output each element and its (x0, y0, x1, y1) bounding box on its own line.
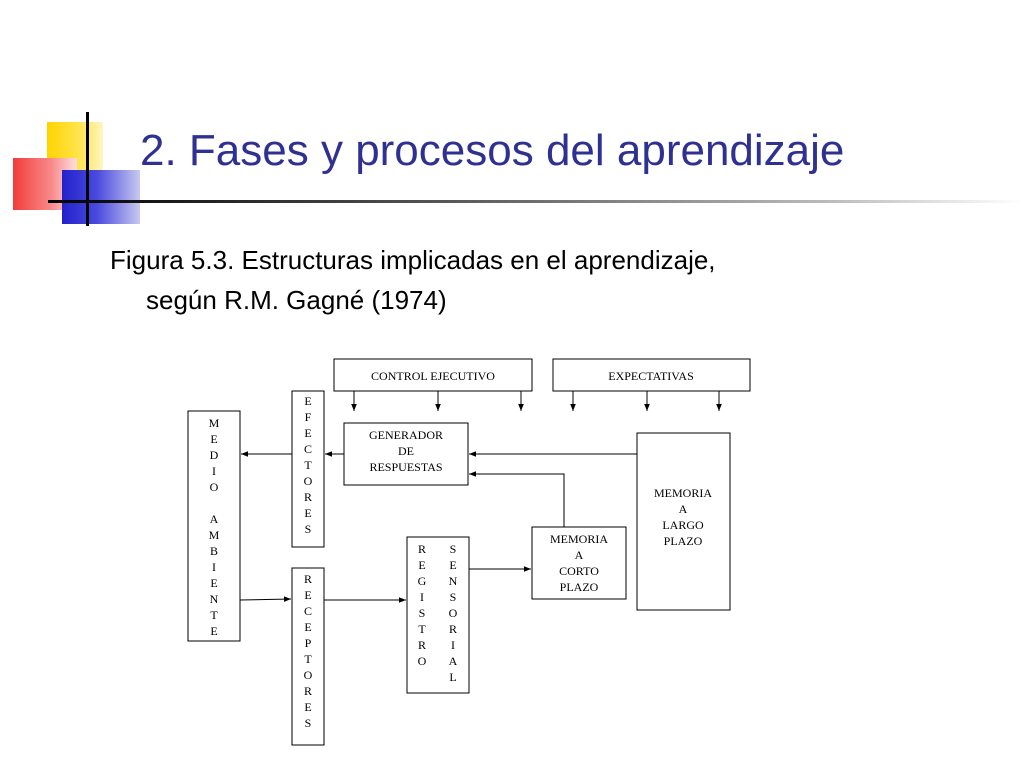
label-medio-ambiente: M E D I O A M B I E N T E (209, 416, 220, 638)
label-control-ejecutivo: CONTROL EJECUTIVO (371, 369, 495, 383)
svg-text:DE: DE (398, 444, 414, 458)
svg-text:E: E (418, 558, 425, 572)
svg-text:C: C (304, 604, 312, 618)
svg-text:D: D (210, 448, 219, 462)
svg-text:S: S (419, 606, 426, 620)
svg-text:MEMORIA: MEMORIA (654, 486, 712, 500)
svg-text:R: R (418, 638, 426, 652)
figure-caption: Figura 5.3. Estructuras implicadas en el… (110, 240, 970, 320)
svg-text:A: A (449, 654, 458, 668)
svg-text:P: P (305, 636, 312, 650)
decor-vertical-line (86, 112, 89, 226)
svg-text:B: B (210, 544, 218, 558)
svg-text:E: E (210, 576, 217, 590)
decor-title-underline (48, 200, 1024, 203)
label-receptores: R E C E P T O R E S (304, 572, 313, 730)
svg-text:M: M (209, 416, 220, 430)
label-generador: GENERADOR DE RESPUESTAS (369, 428, 443, 474)
svg-text:O: O (449, 606, 458, 620)
svg-text:A: A (210, 512, 219, 526)
svg-text:E: E (304, 588, 311, 602)
arrow-corto-to-generador (469, 471, 565, 527)
svg-text:E: E (304, 620, 311, 634)
svg-text:T: T (418, 622, 426, 636)
svg-text:I: I (451, 638, 455, 652)
label-memoria-corto: MEMORIA A CORTO PLAZO (550, 532, 608, 594)
svg-text:E: E (304, 426, 311, 440)
svg-text:S: S (305, 716, 312, 730)
svg-text:L: L (449, 670, 456, 684)
svg-text:O: O (418, 654, 427, 668)
svg-text:E: E (304, 700, 311, 714)
svg-text:R: R (304, 572, 312, 586)
svg-text:I: I (212, 464, 216, 478)
svg-text:MEMORIA: MEMORIA (550, 532, 608, 546)
svg-text:N: N (449, 574, 458, 588)
svg-text:R: R (304, 684, 312, 698)
svg-text:S: S (450, 590, 457, 604)
svg-text:S: S (450, 542, 457, 556)
arrow-medio-to-receptores (239, 596, 292, 602)
decor-blue-square (62, 170, 140, 224)
svg-text:G: G (418, 574, 427, 588)
svg-text:R: R (449, 622, 457, 636)
box-control-ejecutivo (333, 358, 533, 392)
label-registro: R E G I S T R O (418, 542, 427, 668)
svg-text:R: R (304, 490, 312, 504)
svg-text:RESPUESTAS: RESPUESTAS (369, 460, 442, 474)
box-medio-ambiente (187, 410, 241, 642)
box-memoria-corto (531, 526, 627, 600)
svg-text:GENERADOR: GENERADOR (369, 428, 443, 442)
svg-text:E: E (210, 624, 217, 638)
svg-text:O: O (304, 474, 313, 488)
svg-text:E: E (304, 394, 311, 408)
svg-text:R: R (418, 542, 426, 556)
svg-text:E: E (449, 558, 456, 572)
svg-text:PLAZO: PLAZO (560, 580, 599, 594)
caption-line-1: Figura 5.3. Estructuras implicadas en el… (110, 245, 716, 275)
box-efectores (291, 390, 325, 548)
svg-text:F: F (305, 410, 312, 424)
svg-text:T: T (304, 458, 312, 472)
svg-text:E: E (304, 506, 311, 520)
svg-text:E: E (210, 432, 217, 446)
box-memoria-largo (636, 432, 731, 611)
box-registro-sensorial (406, 536, 470, 694)
svg-text:T: T (210, 608, 218, 622)
box-receptores (291, 567, 325, 746)
box-expectativas (552, 358, 751, 392)
caption-line-2: según R.M. Gagné (1974) (146, 285, 447, 315)
svg-text:O: O (210, 480, 219, 494)
svg-text:C: C (304, 442, 312, 456)
svg-text:M: M (209, 528, 220, 542)
slide-title: 2. Fases y procesos del aprendizaje (140, 126, 845, 175)
svg-text:O: O (304, 668, 313, 682)
label-sensorial: S E N S O R I A L (449, 542, 458, 684)
svg-text:A: A (679, 502, 688, 516)
label-memoria-largo: MEMORIA A LARGO PLAZO (654, 486, 712, 548)
label-efectores: E F E C T O R E S (304, 394, 313, 536)
svg-text:T: T (304, 652, 312, 666)
svg-text:S: S (305, 522, 312, 536)
svg-text:N: N (210, 592, 219, 606)
svg-text:I: I (212, 560, 216, 574)
svg-text:LARGO: LARGO (662, 518, 704, 532)
svg-text:I: I (420, 590, 424, 604)
label-expectativas: EXPECTATIVAS (608, 369, 694, 383)
svg-text:PLAZO: PLAZO (664, 534, 703, 548)
svg-text:A: A (575, 548, 584, 562)
svg-text:CORTO: CORTO (559, 564, 599, 578)
